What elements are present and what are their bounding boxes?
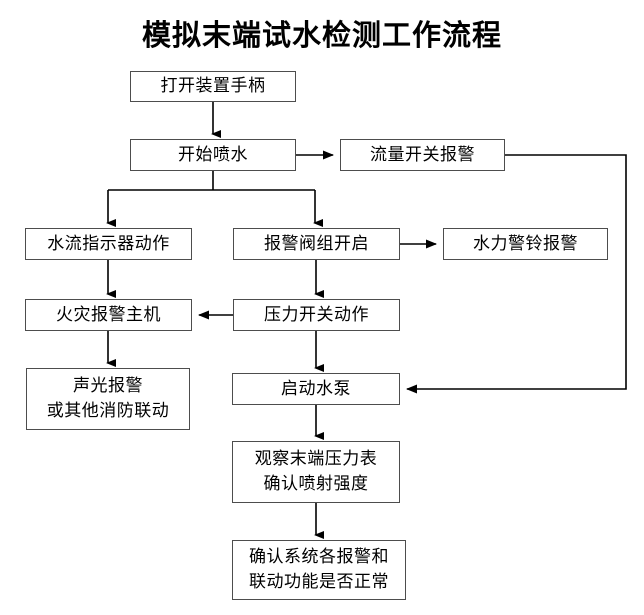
node-confirm-system-alarms[interactable]: 确认系统各报警和 联动功能是否正常 bbox=[232, 540, 406, 600]
node-water-flow-indicator-action[interactable]: 水流指示器动作 bbox=[25, 228, 192, 260]
node-audible-visual-alarm[interactable]: 声光报警 或其他消防联动 bbox=[26, 368, 190, 430]
node-start-spraying[interactable]: 开始喷水 bbox=[130, 139, 296, 171]
node-label: 火灾报警主机 bbox=[56, 304, 161, 325]
node-label-line2: 确认喷射强度 bbox=[263, 474, 369, 494]
page-title: 模拟末端试水检测工作流程 bbox=[141, 18, 502, 52]
node-label: 确认系统各报警和 bbox=[249, 547, 389, 568]
node-start-water-pump[interactable]: 启动水泵 bbox=[232, 373, 400, 405]
node-label: 启动水泵 bbox=[281, 378, 351, 399]
node-flow-switch-alarm[interactable]: 流量开关报警 bbox=[340, 139, 505, 171]
node-label: 观察末端压力表 bbox=[254, 449, 378, 470]
node-label: 水流指示器动作 bbox=[47, 233, 170, 254]
node-label: 报警阀组开启 bbox=[264, 233, 369, 254]
node-label: 声光报警 bbox=[73, 376, 143, 397]
node-open-device-handle[interactable]: 打开装置手柄 bbox=[130, 71, 296, 102]
node-alarm-valve-group-open[interactable]: 报警阀组开启 bbox=[233, 228, 400, 260]
node-label-line2: 联动功能是否正常 bbox=[249, 572, 389, 592]
edge-flowswitch-loop-to-pump bbox=[406, 154, 627, 394]
node-label: 打开装置手柄 bbox=[160, 76, 266, 97]
node-observe-terminal-pressure-gauge[interactable]: 观察末端压力表 确认喷射强度 bbox=[232, 441, 400, 503]
node-label: 流量开关报警 bbox=[370, 144, 475, 165]
node-fire-alarm-control-panel[interactable]: 火灾报警主机 bbox=[25, 299, 192, 331]
node-label: 开始喷水 bbox=[178, 144, 248, 165]
node-label: 水力警铃报警 bbox=[473, 233, 578, 254]
node-water-motor-bell-alarm[interactable]: 水力警铃报警 bbox=[443, 228, 608, 260]
node-pressure-switch-action[interactable]: 压力开关动作 bbox=[233, 299, 400, 331]
node-label: 压力开关动作 bbox=[264, 304, 369, 325]
node-label-line2: 或其他消防联动 bbox=[46, 401, 170, 421]
